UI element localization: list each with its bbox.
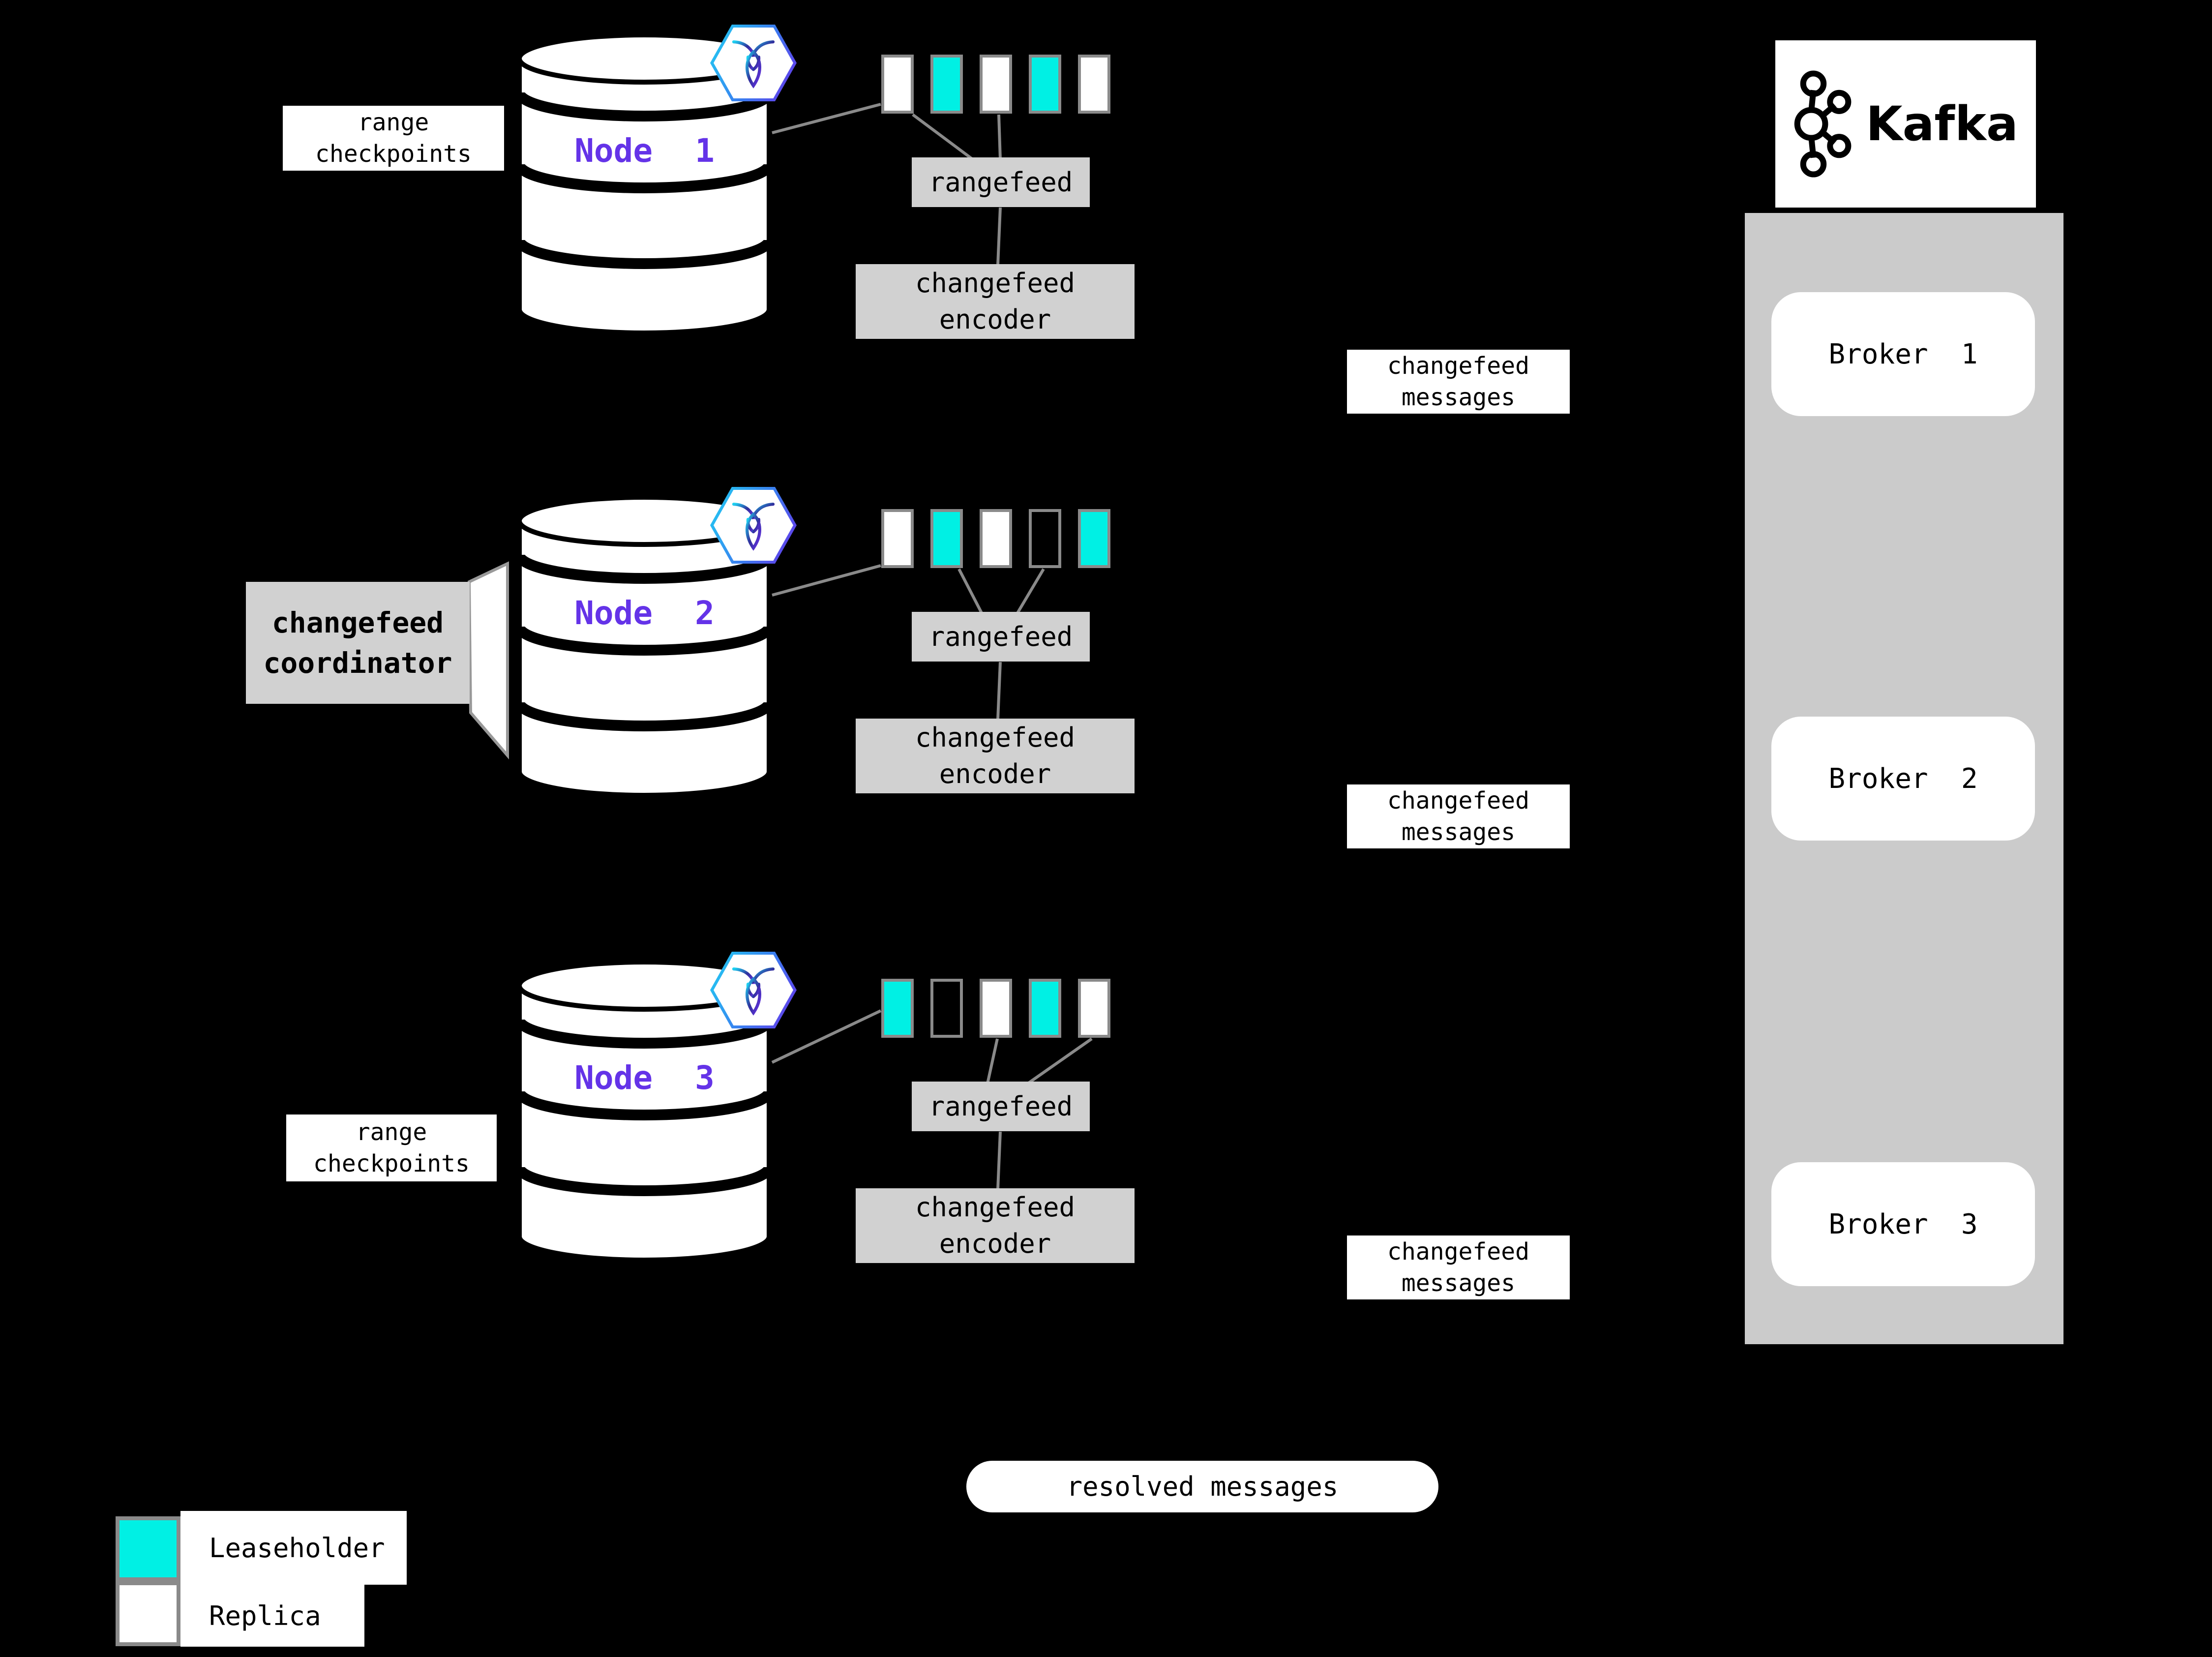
hexagon-border	[710, 952, 797, 1028]
arrowhead-into-broker3	[2059, 1218, 2068, 1226]
kafka-wordmark: Kafka	[1866, 96, 2018, 151]
range-block-leaseholder	[930, 55, 963, 114]
changefeed-messages-line1: changefeed	[1387, 352, 1529, 380]
changefeed-messages-label-2: changefeed messages	[1347, 784, 1570, 848]
range-checkpoints-line2: checkpoints	[313, 1150, 470, 1177]
node1-label: Node 1	[574, 132, 715, 170]
range-checkpoints-line1: range	[358, 109, 429, 136]
node1-rangefeed-to-encoder-line	[996, 207, 1002, 266]
broker-3: Broker 3	[1771, 1162, 2035, 1286]
legend-leaseholder-swatch	[116, 1516, 180, 1581]
range-checkpoints-line1: range	[356, 1118, 427, 1146]
changefeed-messages-line2: messages	[1401, 384, 1516, 411]
range-block-empty	[1029, 509, 1061, 568]
encoder-line2: encoder	[939, 1228, 1051, 1259]
node2-range2-to-rangefeed-line	[957, 568, 984, 615]
range-block-leaseholder	[930, 509, 963, 568]
node1-changefeed-encoder-box: changefeed encoder	[856, 264, 1135, 339]
range-checkpoints-label-bottom: range checkpoints	[286, 1115, 497, 1181]
changefeed-messages-line2: messages	[1401, 818, 1516, 846]
broker-2: Broker 2	[1771, 717, 2035, 841]
encoder-line1: changefeed	[915, 268, 1076, 299]
node3-label: Node 3	[574, 1059, 715, 1097]
changefeed-messages-line1: changefeed	[1387, 787, 1529, 814]
hexagon-face	[714, 490, 793, 561]
range-block-empty	[930, 979, 963, 1038]
broker-1: Broker 1	[1771, 292, 2035, 416]
node2-range-blocks	[881, 509, 1110, 568]
range-block-replica	[1078, 979, 1110, 1038]
node1-range-blocks	[881, 55, 1110, 114]
hexagon-border	[710, 25, 797, 101]
node3-rangefeed-box: rangefeed	[912, 1082, 1090, 1131]
encoder-line2: encoder	[939, 758, 1051, 789]
cockroachdb-badge-node1	[710, 25, 797, 101]
range-block-replica	[980, 509, 1012, 568]
node3-rangefeed-to-encoder-line	[996, 1131, 1002, 1190]
node3-range5-to-rangefeed-line	[1027, 1037, 1093, 1085]
node3-range3-to-rangefeed-line	[986, 1038, 999, 1084]
node1-range1-to-rangefeed-line	[912, 113, 974, 161]
changefeed-coordinator-box: changefeed coordinator	[246, 582, 470, 704]
encoder-line2: encoder	[939, 304, 1051, 335]
range-block-leaseholder	[1029, 979, 1061, 1038]
cockroach-icon	[732, 40, 775, 89]
hexagon-face	[714, 28, 793, 98]
changefeed-messages-line1: changefeed	[1387, 1238, 1529, 1265]
hexagon-border	[710, 487, 797, 564]
coordinator-pointer-flap	[467, 561, 509, 760]
range-block-replica	[1078, 55, 1110, 114]
cockroachdb-badge-node3	[710, 952, 797, 1028]
rangefeed-label: rangefeed	[928, 1090, 1073, 1122]
kafka-logo-box: Kafka	[1775, 40, 2036, 208]
node2-label: Node 2	[574, 594, 715, 632]
node2-rangefeed-box: rangefeed	[912, 612, 1090, 662]
cockroachdb-badge-node2	[710, 487, 797, 564]
legend-replica-label: Replica	[180, 1585, 364, 1647]
kafka-icon	[1794, 70, 1852, 178]
range-block-leaseholder	[1078, 509, 1110, 568]
node2-range4-to-rangefeed-line	[1016, 568, 1045, 615]
changefeed-messages-line2: messages	[1401, 1269, 1516, 1297]
range-block-replica	[881, 509, 914, 568]
resolved-messages-pill: resolved messages	[966, 1461, 1438, 1512]
node1-range3-to-rangefeed-line	[997, 114, 1002, 160]
coordinator-line1: changefeed	[271, 606, 444, 639]
range-block-leaseholder	[1029, 55, 1061, 114]
node2-changefeed-encoder-box: changefeed encoder	[856, 719, 1135, 793]
legend-replica-swatch	[116, 1581, 180, 1646]
rangefeed-label: rangefeed	[928, 621, 1073, 652]
encoder-line1: changefeed	[915, 722, 1076, 753]
range-block-replica	[980, 979, 1012, 1038]
node2-rangefeed-to-encoder-line	[996, 662, 1002, 720]
range-checkpoints-label-top: range checkpoints	[283, 106, 504, 171]
node3-cylinder-to-range-line	[771, 1009, 882, 1064]
node1-cylinder-to-range-line	[772, 103, 881, 134]
range-block-leaseholder	[881, 979, 914, 1038]
range-block-replica	[980, 55, 1012, 114]
range-checkpoints-line2: checkpoints	[315, 140, 472, 168]
range-block-replica	[881, 55, 914, 114]
changefeed-messages-label-1: changefeed messages	[1347, 350, 1570, 414]
coordinator-line2: coordinator	[263, 646, 452, 680]
node2-cylinder-to-range-line	[772, 564, 881, 597]
node1-rangefeed-box: rangefeed	[912, 157, 1090, 207]
legend-leaseholder-label: Leaseholder	[180, 1511, 407, 1585]
rangefeed-label: rangefeed	[928, 166, 1073, 198]
connector-lines	[771, 103, 1093, 1190]
node3-range-blocks	[881, 979, 1110, 1038]
cockroach-icon	[732, 503, 775, 551]
cockroach-icon	[732, 967, 775, 1016]
node3-changefeed-encoder-box: changefeed encoder	[856, 1188, 1135, 1263]
encoder-line1: changefeed	[915, 1192, 1076, 1223]
arrowhead-into-coordinator	[233, 634, 248, 650]
changefeed-messages-label-3: changefeed messages	[1347, 1235, 1570, 1299]
hexagon-face	[714, 955, 793, 1025]
